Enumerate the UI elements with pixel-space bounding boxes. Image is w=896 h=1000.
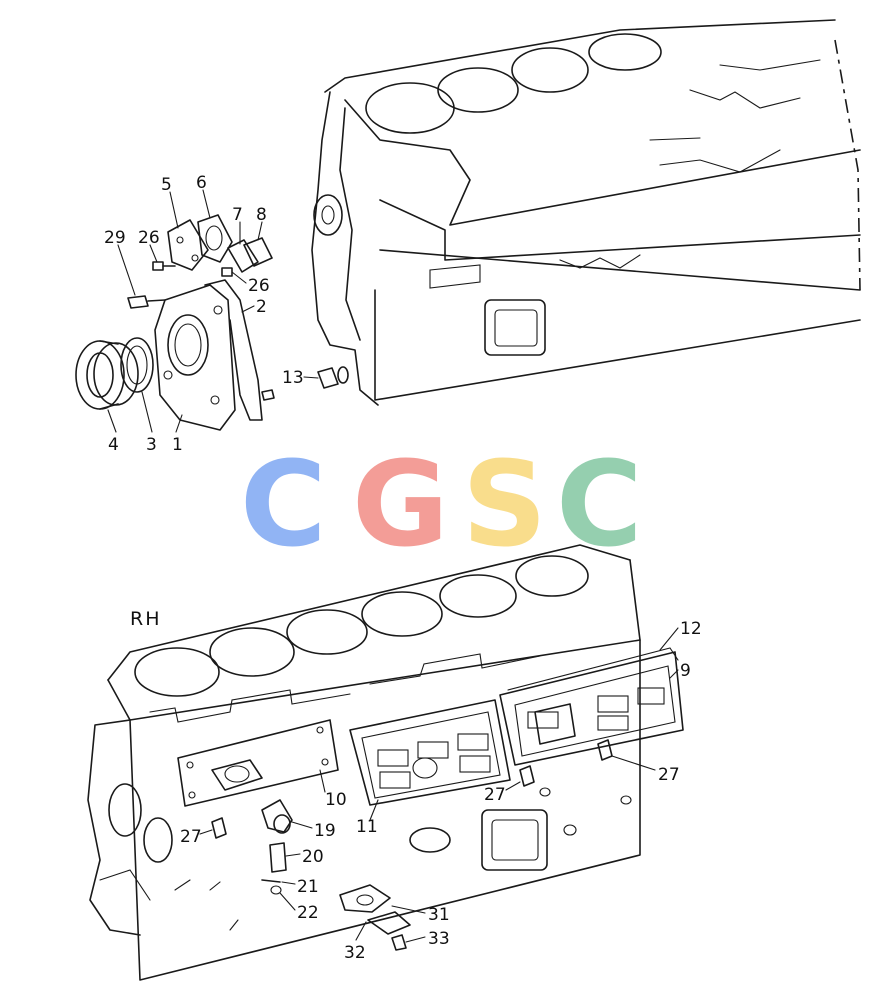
watermark-letter-2: G — [352, 435, 449, 573]
callout-29: 29 — [104, 228, 126, 248]
callout-7: 7 — [232, 205, 243, 225]
callout-4: 4 — [108, 435, 119, 455]
watermark-letter-1: C — [240, 435, 327, 573]
watermark-letter-4: C — [556, 435, 643, 573]
callout-21: 21 — [297, 877, 319, 897]
callout-8: 8 — [256, 205, 267, 225]
callout-13: 13 — [282, 368, 304, 388]
callout-27-right: 27 — [658, 765, 680, 785]
callout-2: 2 — [256, 297, 267, 317]
callout-26-upper: 26 — [138, 228, 160, 248]
callout-5: 5 — [161, 175, 172, 195]
callout-20: 20 — [302, 847, 324, 867]
callout-3: 3 — [146, 435, 157, 455]
callout-32: 32 — [344, 943, 366, 963]
callout-11: 11 — [356, 817, 378, 837]
upper-engine-block — [311, 19, 861, 406]
leader-lines — [107, 189, 679, 943]
lower-engine-block — [87, 544, 684, 981]
callout-9: 9 — [680, 661, 691, 681]
front-cover-parts — [75, 214, 349, 431]
callout-27-left: 27 — [180, 827, 202, 847]
callout-19: 19 — [314, 821, 336, 841]
watermark-letter-3: S — [462, 435, 547, 573]
callout-1: 1 — [172, 435, 183, 455]
callout-22: 22 — [297, 903, 319, 923]
callout-31: 31 — [428, 905, 450, 925]
callout-6: 6 — [196, 173, 207, 193]
watermark-logo: C G S C — [240, 435, 643, 573]
view-label-rh: RH — [130, 608, 162, 630]
callout-labels: 4 3 1 2 5 6 7 8 29 26 26 13 RH 12 9 10 1… — [104, 173, 702, 963]
callout-12: 12 — [680, 619, 702, 639]
callout-33: 33 — [428, 929, 450, 949]
callout-26-lower: 26 — [248, 276, 270, 296]
callout-27-middle: 27 — [484, 785, 506, 805]
callout-10: 10 — [325, 790, 347, 810]
